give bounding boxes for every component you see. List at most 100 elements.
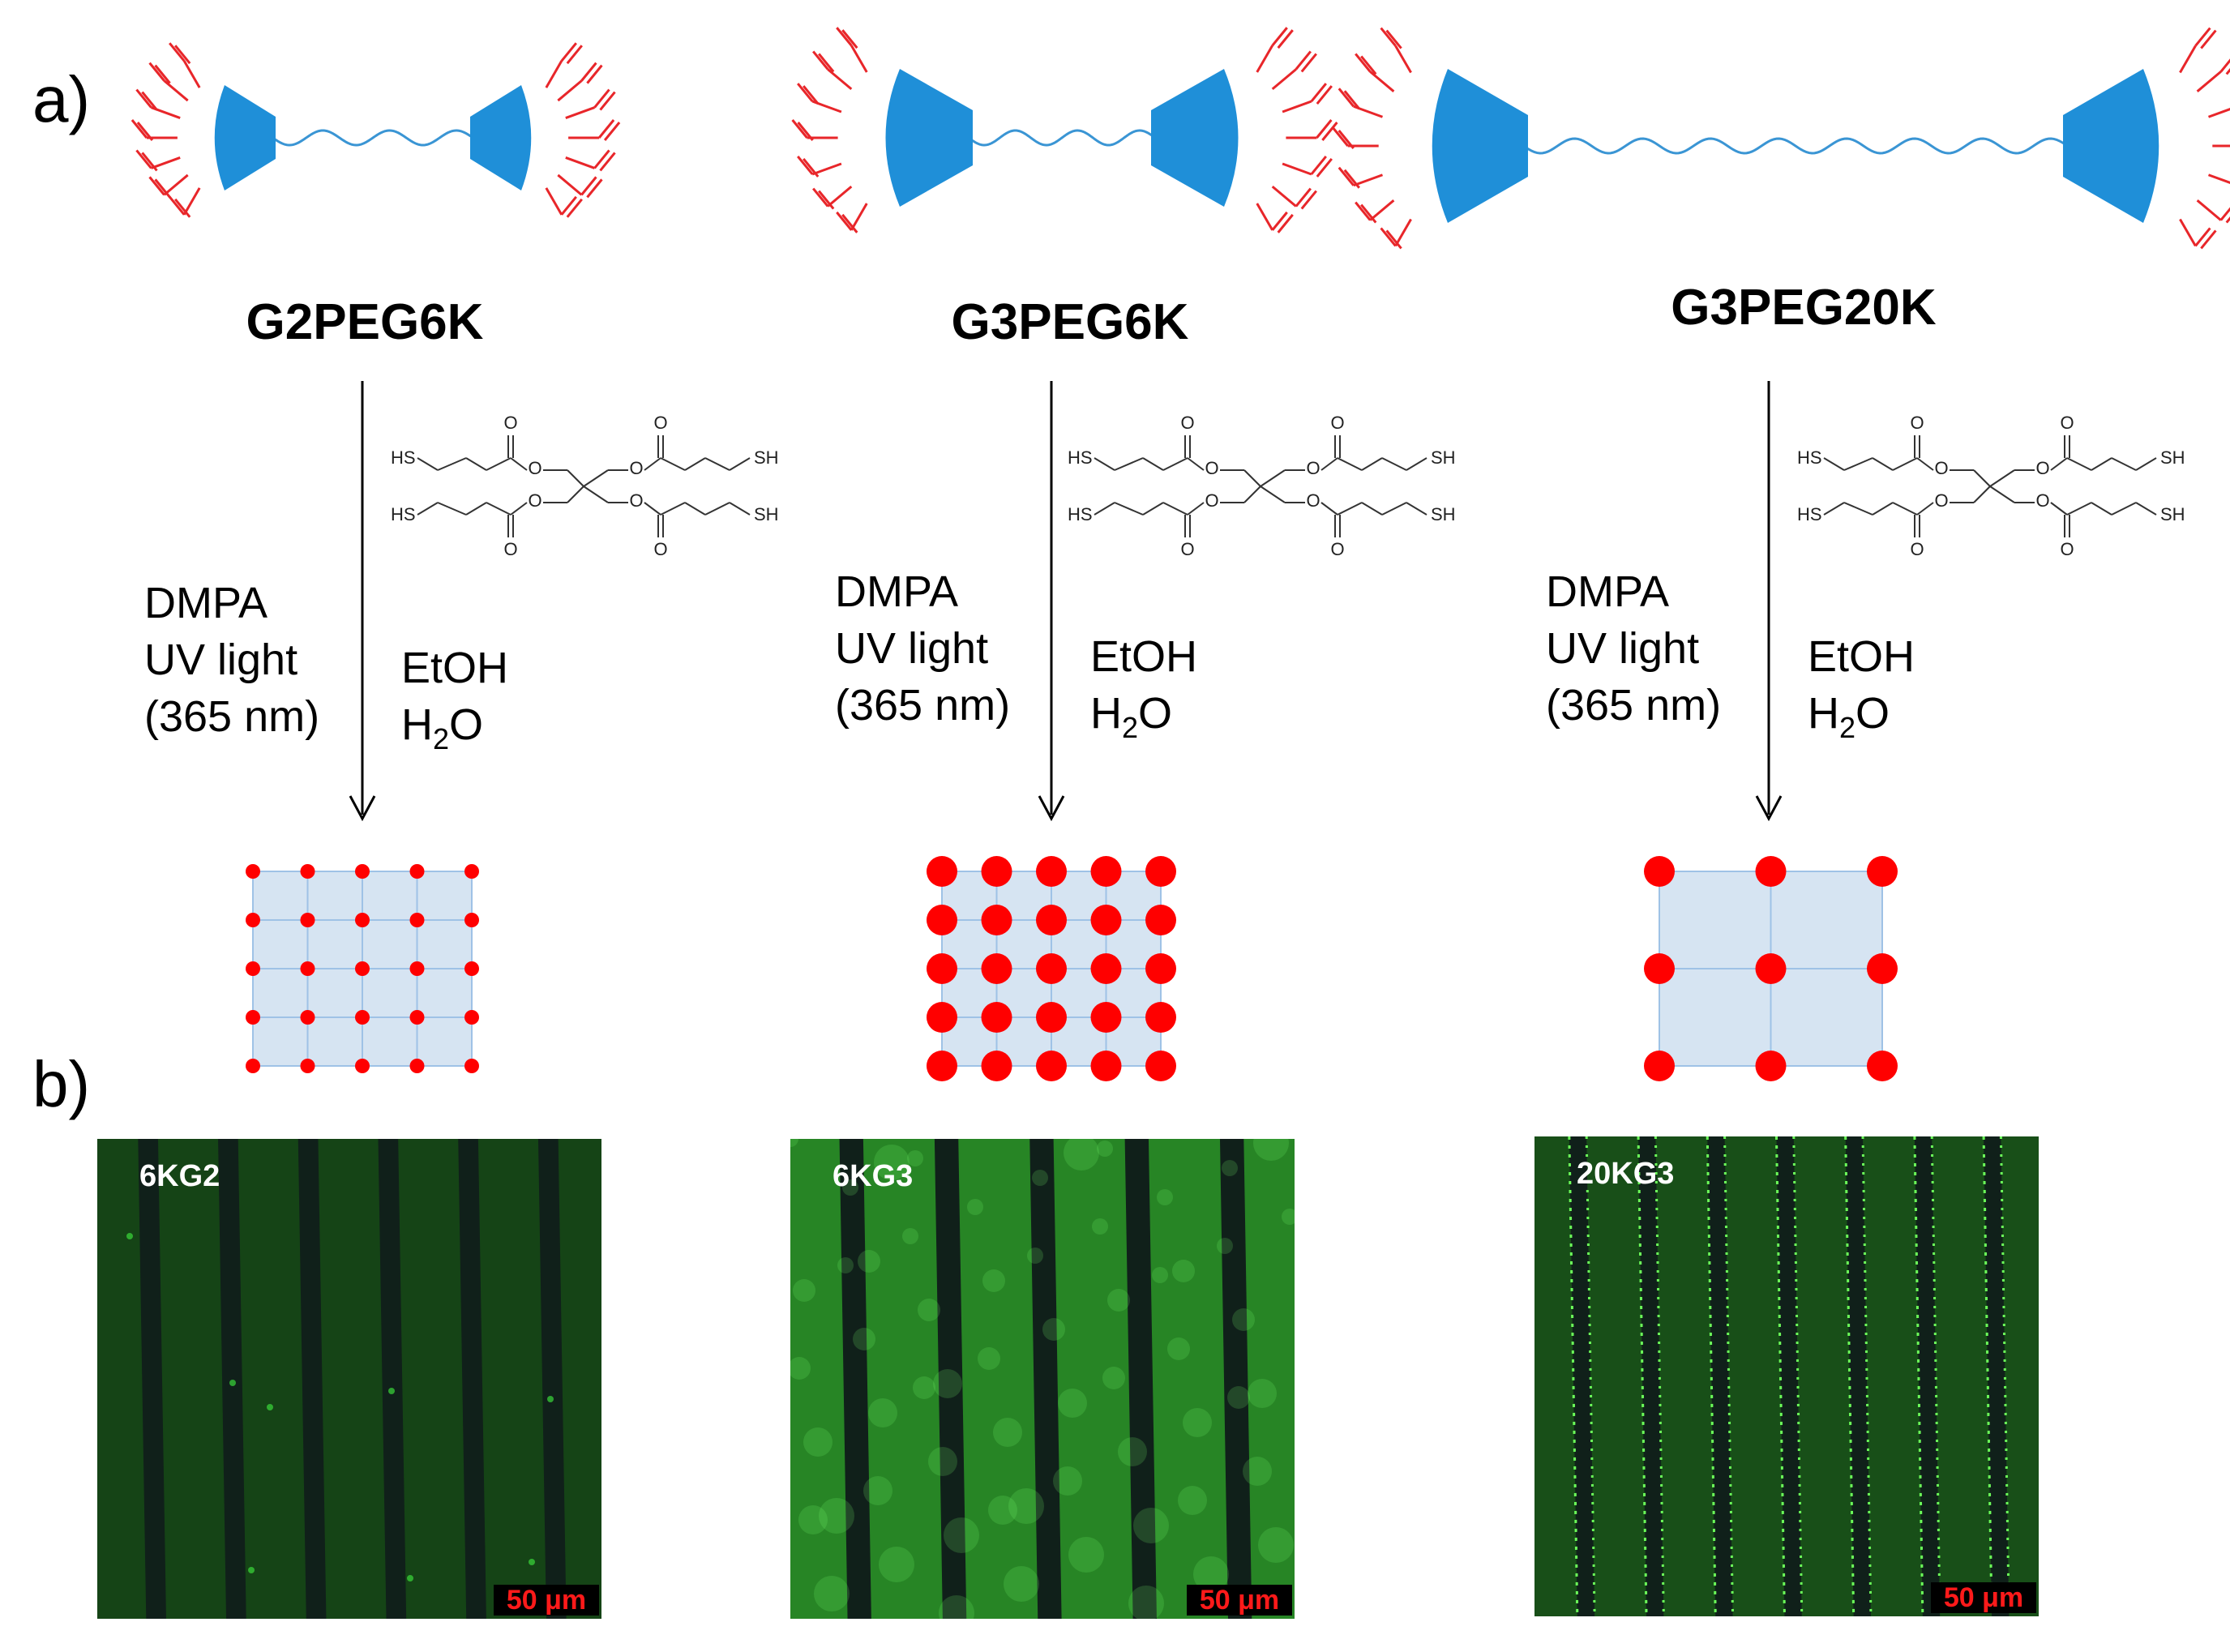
crosslink-node bbox=[1755, 1051, 1787, 1081]
crosslink-node bbox=[355, 1010, 370, 1025]
crosslink-node bbox=[355, 913, 370, 927]
carbonyl-o-label: O bbox=[2060, 413, 2074, 433]
dendron-left bbox=[131, 42, 276, 218]
micrograph-gap bbox=[218, 1139, 246, 1619]
dendron-right bbox=[2063, 27, 2230, 250]
thiol-label: SH bbox=[754, 504, 779, 524]
crosslink-node bbox=[300, 1010, 315, 1025]
condition-solvent-water: H2O bbox=[401, 700, 483, 755]
panel-label-a: a) bbox=[32, 63, 90, 135]
carbonyl-o-label: O bbox=[1910, 539, 1924, 559]
crosslink-node bbox=[409, 1059, 425, 1073]
crosslink-node bbox=[1145, 856, 1176, 887]
carbonyl-o-label: O bbox=[1180, 539, 1194, 559]
compound-label-g3peg20k: G3PEG20K bbox=[1671, 280, 1937, 336]
crosslink-node bbox=[981, 905, 1012, 935]
crosslink-node bbox=[464, 864, 479, 879]
ester-o-label: O bbox=[1306, 458, 1320, 478]
scale-bar-label: 50 μm bbox=[1944, 1582, 2023, 1613]
condition-solvent-water: H2O bbox=[1090, 689, 1172, 744]
crosslink-node bbox=[1090, 905, 1122, 935]
crosslink-node bbox=[1644, 953, 1675, 984]
micrograph-gap bbox=[1219, 1139, 1252, 1619]
scale-bar-box bbox=[1187, 1585, 1292, 1616]
micrograph-gap bbox=[1569, 1136, 1595, 1616]
molecule-g3peg6k bbox=[791, 27, 1338, 233]
condition-light: UV light bbox=[1546, 624, 1699, 673]
molecule-g2peg6k bbox=[131, 42, 621, 218]
crosslink-node bbox=[1036, 905, 1067, 935]
crosslink-node bbox=[981, 1002, 1012, 1033]
micrograph-gap bbox=[1776, 1136, 1802, 1616]
network-g2peg6k bbox=[246, 864, 479, 1073]
reaction-arrow-head bbox=[349, 795, 376, 822]
condition-catalyst: DMPA bbox=[144, 579, 268, 627]
crosslink-node bbox=[981, 1051, 1012, 1081]
carbonyl-o-label: O bbox=[1910, 413, 1924, 433]
condition-light: UV light bbox=[835, 624, 988, 673]
micrograph-gap bbox=[934, 1139, 967, 1619]
crosslink-node bbox=[1036, 1002, 1067, 1033]
panel-label-b: b) bbox=[32, 1048, 90, 1120]
crosslink-node bbox=[464, 961, 479, 976]
network-g3peg6k bbox=[927, 856, 1176, 1081]
carbonyl-o-label: O bbox=[653, 539, 667, 559]
carbonyl-o-label: O bbox=[1330, 539, 1344, 559]
thiol-label: HS bbox=[1797, 504, 1822, 524]
crosslink-node bbox=[1036, 856, 1067, 887]
micrograph-gap bbox=[138, 1139, 166, 1619]
thiol-label: HS bbox=[1068, 504, 1093, 524]
reaction-arrow-head bbox=[1755, 795, 1783, 822]
crosslink-node bbox=[1090, 856, 1122, 887]
carbonyl-o-label: O bbox=[1330, 413, 1344, 433]
thiol-label: HS bbox=[391, 504, 416, 524]
crosslink-node bbox=[464, 1059, 479, 1073]
thiol-label: SH bbox=[754, 447, 779, 468]
micrograph-gap bbox=[1315, 1139, 1346, 1619]
crosslink-node bbox=[1145, 905, 1176, 935]
network-schematics bbox=[246, 856, 1898, 1081]
micrograph-gap bbox=[1914, 1136, 1941, 1616]
micrograph-gap bbox=[839, 1139, 871, 1619]
micrograph-label: 6KG3 bbox=[833, 1159, 913, 1193]
ester-o-label: O bbox=[528, 458, 541, 478]
crosslink-node bbox=[1090, 1002, 1122, 1033]
ester-o-label: O bbox=[1306, 490, 1320, 511]
dendron-left bbox=[791, 27, 973, 233]
thiol-label: HS bbox=[1797, 447, 1822, 468]
micrograph-gap bbox=[297, 1139, 327, 1619]
crosslink-node bbox=[1036, 1051, 1067, 1081]
crosslink-node bbox=[300, 913, 315, 927]
crosslink-node bbox=[927, 953, 957, 984]
condition-solvent-ethanol: EtOH bbox=[1808, 632, 1915, 681]
crosslink-node bbox=[355, 961, 370, 976]
crosslink-node bbox=[1867, 856, 1898, 887]
dendron-right bbox=[470, 42, 621, 218]
carbonyl-o-label: O bbox=[503, 413, 517, 433]
crosslink-node bbox=[300, 961, 315, 976]
scale-bar-box bbox=[1931, 1582, 2036, 1613]
scale-bar-box bbox=[494, 1585, 599, 1616]
crosslink-node bbox=[355, 864, 370, 879]
dendron-right bbox=[1151, 27, 1338, 233]
compound-label-g3peg6k: G3PEG6K bbox=[952, 294, 1189, 350]
crosslink-node bbox=[1644, 856, 1675, 887]
crosslink-node bbox=[300, 864, 315, 879]
micrograph-gap bbox=[1638, 1136, 1664, 1616]
scale-bar-label: 50 μm bbox=[1200, 1585, 1279, 1616]
crosslink-node bbox=[1755, 953, 1787, 984]
thiol-label: SH bbox=[2160, 447, 2185, 468]
micrograph-label: 20KG3 bbox=[1577, 1157, 1674, 1191]
dendron-left bbox=[1332, 27, 1528, 250]
ester-o-label: O bbox=[2035, 490, 2049, 511]
crosslink-node bbox=[355, 1059, 370, 1073]
condition-catalyst: DMPA bbox=[1546, 567, 1669, 616]
carbonyl-o-label: O bbox=[503, 539, 517, 559]
